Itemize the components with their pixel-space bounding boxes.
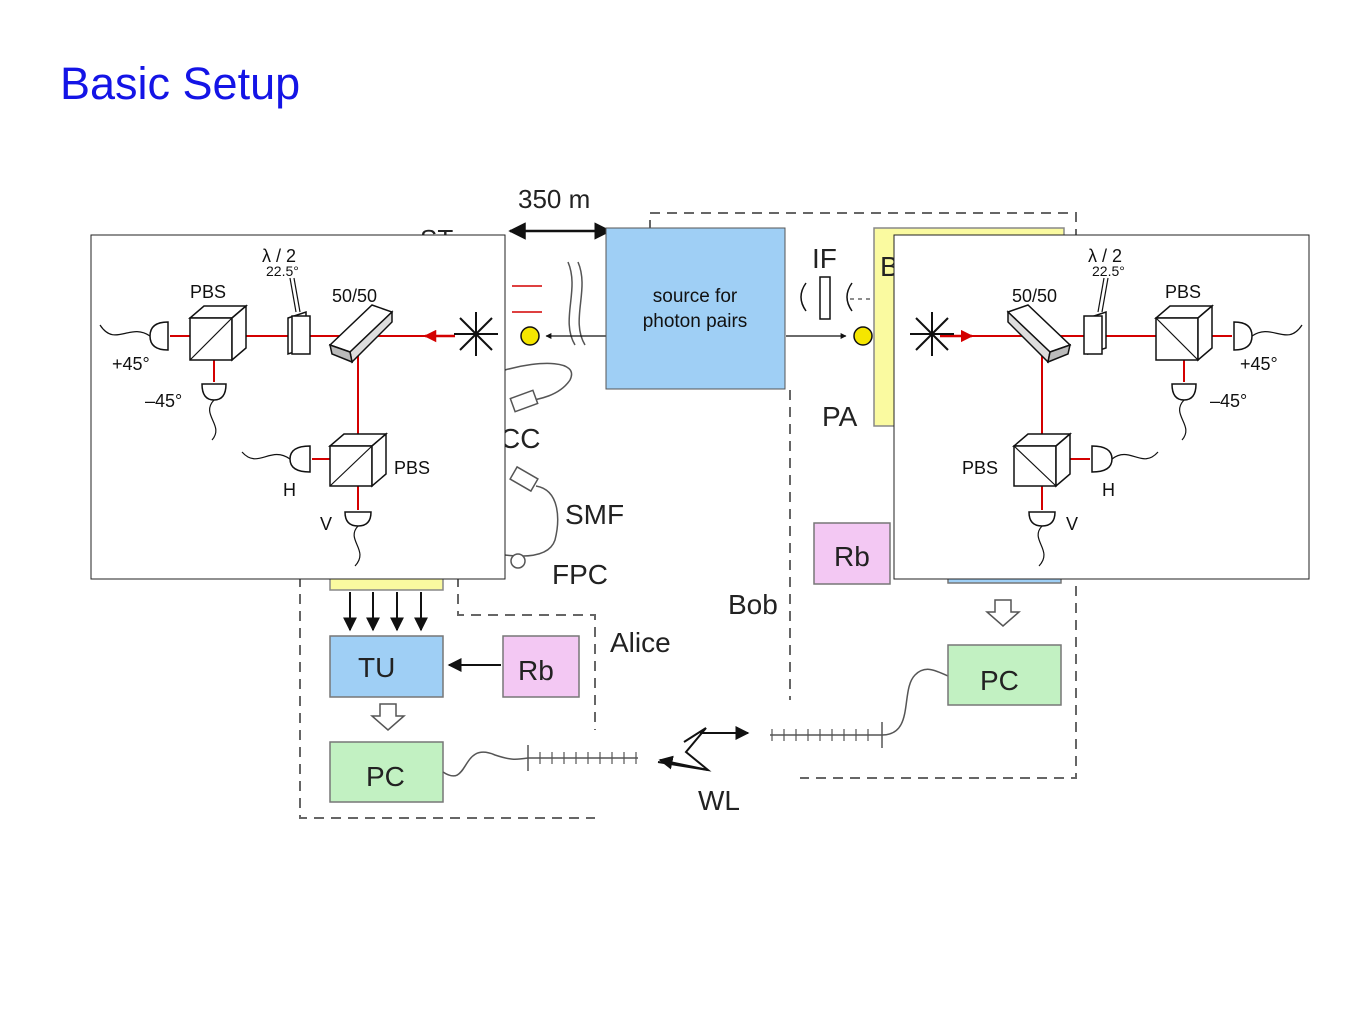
source-label-line2: photon pairs	[643, 311, 748, 332]
bob-rb-box	[813, 522, 891, 585]
alice-inset-plus45: +45°	[112, 354, 150, 374]
alice-cable	[442, 751, 529, 777]
bob-pbs-lower	[1011, 432, 1073, 488]
alice-inset-pbs-top: PBS	[190, 282, 226, 302]
fiber-coupler-1	[509, 389, 539, 413]
alice-pc-box	[329, 741, 444, 803]
alice-rb-box	[502, 635, 580, 698]
alice-photon-dot	[520, 326, 540, 346]
alice-tu-label: TU	[358, 652, 395, 683]
bob-inset-h: H	[1102, 480, 1115, 500]
label-wl: WL	[698, 785, 740, 816]
alice-detector-minus45	[201, 383, 227, 441]
alice-pc-label: PC	[366, 761, 405, 792]
wireless-zigzag	[657, 727, 712, 772]
bob-rb-label: Rb	[834, 541, 870, 572]
lens-right	[846, 282, 853, 312]
distance-label: 350 m	[518, 184, 590, 214]
wireless-arrow-left	[658, 755, 709, 771]
label-if: IF	[812, 243, 837, 274]
bob-pbs-top	[1153, 304, 1215, 362]
alice-half-wave-plate	[287, 277, 311, 356]
alice-source-star-icon	[454, 312, 498, 356]
alice-inset-minus45: –45°	[145, 391, 182, 411]
page-title: Basic Setup	[60, 58, 301, 109]
bob-antenna-ticks	[771, 729, 869, 741]
alice-inset-h: H	[283, 480, 296, 500]
bob-inset-splitter: 50/50	[1012, 286, 1057, 306]
alice-inset-frame	[90, 234, 506, 580]
bob-enclosure	[649, 212, 1077, 779]
alice-detector-v	[344, 511, 372, 567]
bob-inset-halfwave: λ / 2	[1088, 246, 1122, 266]
alice-hollow-arrow	[370, 703, 406, 731]
fiber-loop-upper	[504, 362, 573, 403]
alice-inset-angle: 22.5°	[266, 263, 299, 279]
alice-inner-enclosure	[457, 560, 596, 730]
bob-analyzer-inset: λ / 2 22.5° PBS 50/50 +45° –45° PBS H V	[893, 234, 1310, 580]
label-alice: Alice	[610, 627, 671, 658]
fiber-coupler-2	[509, 465, 539, 493]
bob-detector-plus45	[1233, 321, 1303, 351]
alice-inset-halfwave: λ / 2	[262, 246, 296, 266]
fiber-wave-1	[567, 261, 576, 346]
bob-cable	[881, 668, 949, 736]
label-cc: CC	[500, 423, 540, 454]
label-pa: PA	[822, 401, 858, 432]
alice-inset-v: V	[320, 514, 332, 534]
bob-photon-dot	[853, 326, 873, 346]
label-fpc: FPC	[552, 559, 608, 590]
bob-pc-box	[947, 644, 1062, 706]
alice-rb-label: Rb	[518, 655, 554, 686]
alice-analyzer-inset: λ / 2 22.5° PBS 50/50 +45° –45° PBS H V	[90, 234, 506, 580]
bob-inset-pbs-lower: PBS	[962, 458, 998, 478]
alice-inset-splitter: 50/50	[332, 286, 377, 306]
bob-source-star-icon	[910, 312, 954, 356]
bob-inset-v: V	[1066, 514, 1078, 534]
bob-detector-minus45	[1171, 383, 1197, 441]
fpc-paddle	[510, 553, 526, 569]
alice-pbs-lower	[327, 432, 389, 488]
bob-inset-angle: 22.5°	[1092, 263, 1125, 279]
alice-beam-splitter	[328, 304, 394, 364]
label-bob: Bob	[728, 589, 778, 620]
bob-detector-v	[1028, 511, 1056, 567]
label-smf: SMF	[565, 499, 624, 530]
bob-detector-h	[1091, 445, 1159, 473]
alice-antenna-ticks	[539, 752, 637, 764]
alice-enclosure	[299, 560, 595, 819]
bob-pc-label: PC	[980, 665, 1019, 696]
bob-inset-pbs-top: PBS	[1165, 282, 1201, 302]
bob-beam-splitter	[1006, 304, 1072, 364]
alice-inset-pbs-lower: PBS	[394, 458, 430, 478]
bob-inset-plus45: +45°	[1240, 354, 1278, 374]
interference-filter	[819, 276, 831, 320]
lens-left	[800, 282, 807, 312]
fiber-wave-2	[577, 261, 586, 346]
alice-detector-h	[241, 445, 311, 473]
alice-pbs-top	[187, 304, 249, 362]
bob-hollow-arrow	[985, 599, 1021, 627]
alice-tu-box	[329, 635, 444, 698]
bob-half-wave-plate	[1083, 277, 1109, 356]
alice-detector-plus45	[99, 321, 169, 351]
bob-inset-minus45: –45°	[1210, 391, 1247, 411]
photon-source-box	[605, 227, 786, 390]
source-label-line1: source for	[653, 286, 738, 307]
smf-fiber	[504, 485, 559, 557]
